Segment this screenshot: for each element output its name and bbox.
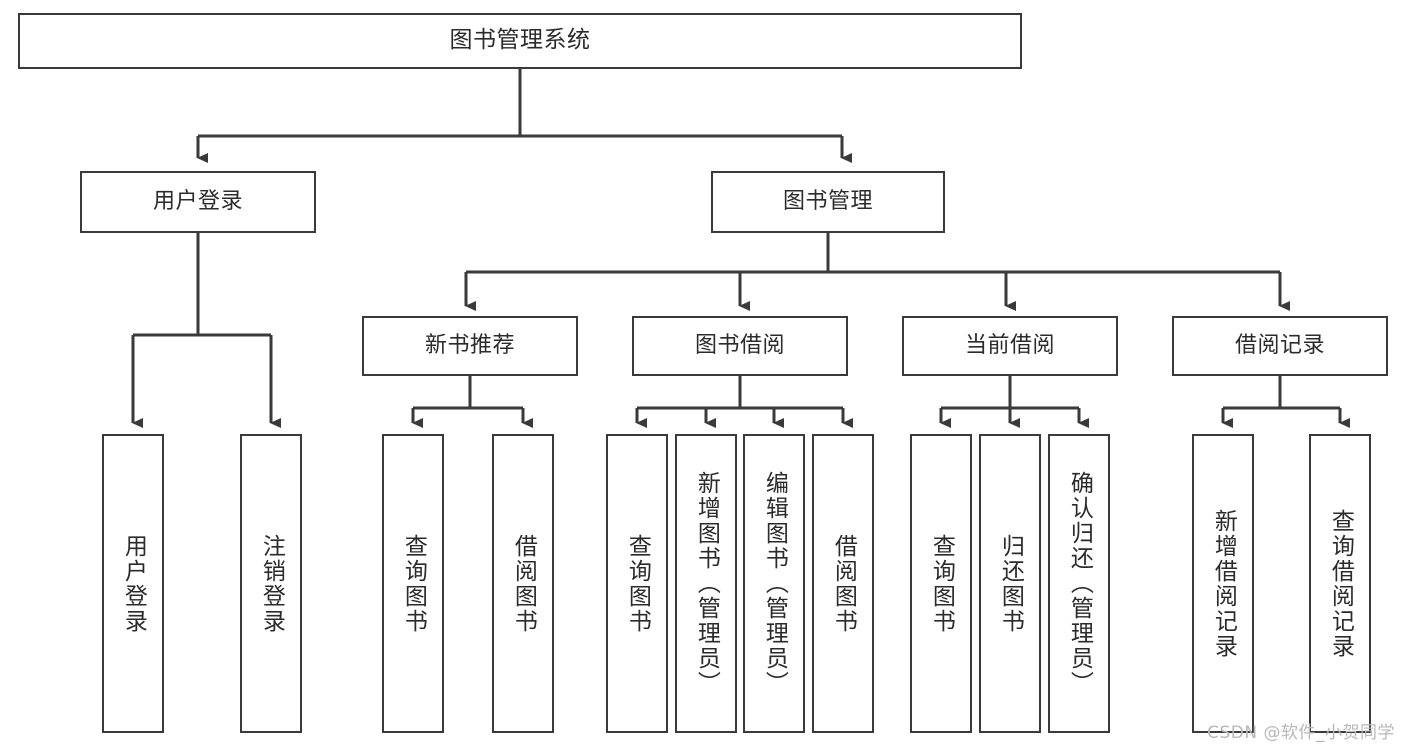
node-book-borrow[interactable]: 图书借阅 (632, 316, 848, 376)
node-leaf-borrow-book-recommend[interactable]: 借阅图书 (492, 434, 554, 733)
node-leaf-return-book[interactable]: 归还图书 (979, 434, 1041, 733)
node-label: 查询图书 (928, 533, 955, 634)
node-leaf-confirm-return-admin[interactable]: 确认归还（管理员） (1048, 434, 1110, 733)
node-label: 借阅图书 (830, 533, 857, 634)
node-leaf-add-borrow-record[interactable]: 新增借阅记录 (1192, 434, 1254, 733)
node-label: 当前借阅 (964, 332, 1055, 358)
node-label: 借阅记录 (1234, 332, 1325, 358)
node-label: 归还图书 (997, 533, 1024, 634)
node-label: 新增图书（管理员） (693, 471, 720, 696)
node-leaf-user-login[interactable]: 用户登录 (102, 434, 164, 733)
node-label: 查询图书 (400, 533, 427, 634)
node-label: 图书管理 (782, 188, 873, 214)
node-leaf-query-book-borrow[interactable]: 查询图书 (606, 434, 668, 733)
node-current-borrow[interactable]: 当前借阅 (902, 316, 1118, 376)
node-leaf-logout-login[interactable]: 注销登录 (240, 434, 302, 733)
node-leaf-query-book-current[interactable]: 查询图书 (910, 434, 972, 733)
node-leaf-add-book-admin[interactable]: 新增图书（管理员） (675, 434, 737, 733)
node-leaf-edit-book-admin[interactable]: 编辑图书（管理员） (743, 434, 805, 733)
node-new-book-recommend[interactable]: 新书推荐 (362, 316, 578, 376)
node-borrow-record[interactable]: 借阅记录 (1172, 316, 1388, 376)
node-label: 查询借阅记录 (1327, 508, 1354, 659)
node-label: 新书推荐 (424, 332, 515, 358)
node-root-book-management-system[interactable]: 图书管理系统 (18, 13, 1022, 69)
node-label: 注销登录 (258, 533, 285, 634)
node-label: 图书管理系统 (449, 27, 591, 54)
node-label: 新增借阅记录 (1210, 508, 1237, 659)
node-label: 用户登录 (120, 533, 147, 634)
node-user-login[interactable]: 用户登录 (80, 171, 316, 233)
node-label: 查询图书 (624, 533, 651, 634)
node-leaf-query-borrow-record[interactable]: 查询借阅记录 (1309, 434, 1371, 733)
node-label: 用户登录 (152, 188, 243, 214)
node-label: 编辑图书（管理员） (761, 471, 788, 696)
node-label: 图书借阅 (694, 332, 785, 358)
csdn-watermark: CSDN @软件_小贺同学 (1207, 723, 1395, 743)
node-leaf-query-book-recommend[interactable]: 查询图书 (382, 434, 444, 733)
node-label: 确认归还（管理员） (1066, 471, 1093, 696)
node-leaf-borrow-book-borrow[interactable]: 借阅图书 (812, 434, 874, 733)
node-label: 借阅图书 (510, 533, 537, 634)
node-book-management[interactable]: 图书管理 (711, 171, 945, 233)
